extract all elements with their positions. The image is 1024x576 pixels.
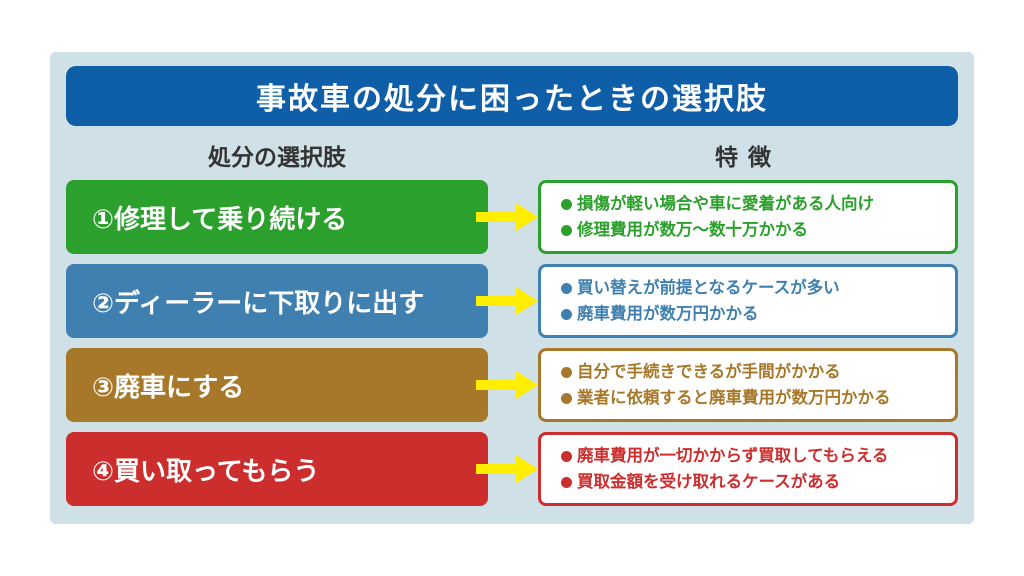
arrow-right-icon [476,203,538,231]
bullet-dot-icon [561,392,572,404]
bullet-dot-icon [561,476,572,488]
bullet-dot-icon [561,366,572,378]
option-row-repair: ①修理して乗り続ける 損傷が軽い場合や車に愛着がある人向け 修理費用が数万～数十… [66,180,958,254]
feature-text: 買い替えが前提となるケースが多い [577,278,840,297]
feature-box-dealer: 買い替えが前提となるケースが多い 廃車費用が数万円かかる [538,264,958,338]
feature-item: 自分で手続きできるが手間がかかる [561,359,945,385]
bullet-dot-icon [561,308,572,320]
bullet-dot-icon [561,282,572,294]
option-row-scrap: ③廃車にする 自分で手続きできるが手間がかかる 業者に依頼すると廃車費用が数万円… [66,348,958,422]
option-row-dealer: ②ディーラーに下取りに出す 買い替えが前提となるケースが多い 廃車費用が数万円か… [66,264,958,338]
feature-text: 損傷が軽い場合や車に愛着がある人向け [577,194,874,213]
option-box-scrap: ③廃車にする [66,348,488,422]
bullet-dot-icon [561,198,572,210]
feature-item: 修理費用が数万～数十万かかる [561,217,945,243]
bullet-dot-icon [561,450,572,462]
arrow-right-icon [476,287,538,315]
option-box-repair: ①修理して乗り続ける [66,180,488,254]
feature-item: 損傷が軽い場合や車に愛着がある人向け [561,191,945,217]
features-column-header: 特徴 [715,145,781,171]
feature-box-repair: 損傷が軽い場合や車に愛着がある人向け 修理費用が数万～数十万かかる [538,180,958,254]
option-row-buyback: ④買い取ってもらう 廃車費用が一切かからず買取してもらえる 買取金額を受け取れる… [66,432,958,506]
arrow-right-icon [476,455,538,483]
page-title: 事故車の処分に困ったときの選択肢 [66,66,958,126]
feature-item: 業者に依頼すると廃車費用が数万円かかる [561,385,945,411]
feature-box-buyback: 廃車費用が一切かからず買取してもらえる 買取金額を受け取れるケースがある [538,432,958,506]
feature-text: 自分で手続きできるが手間がかかる [577,362,841,381]
options-column-header: 処分の選択肢 [208,145,346,171]
feature-item: 廃車費用が数万円かかる [561,301,945,327]
option-box-buyback: ④買い取ってもらう [66,432,488,506]
feature-box-scrap: 自分で手続きできるが手間がかかる 業者に依頼すると廃車費用が数万円かかる [538,348,958,422]
feature-item: 買取金額を受け取れるケースがある [561,469,945,495]
feature-item: 廃車費用が一切かからず買取してもらえる [561,443,945,469]
feature-text: 買取金額を受け取れるケースがある [577,472,841,491]
feature-text: 業者に依頼すると廃車費用が数万円かかる [577,388,891,407]
arrow-right-icon [476,371,538,399]
bullet-dot-icon [561,224,572,236]
feature-text: 修理費用が数万～数十万かかる [577,220,808,239]
option-box-dealer: ②ディーラーに下取りに出す [66,264,488,338]
feature-text: 廃車費用が一切かからず買取してもらえる [577,446,889,465]
feature-text: 廃車費用が数万円かかる [577,304,759,323]
feature-item: 買い替えが前提となるケースが多い [561,275,945,301]
